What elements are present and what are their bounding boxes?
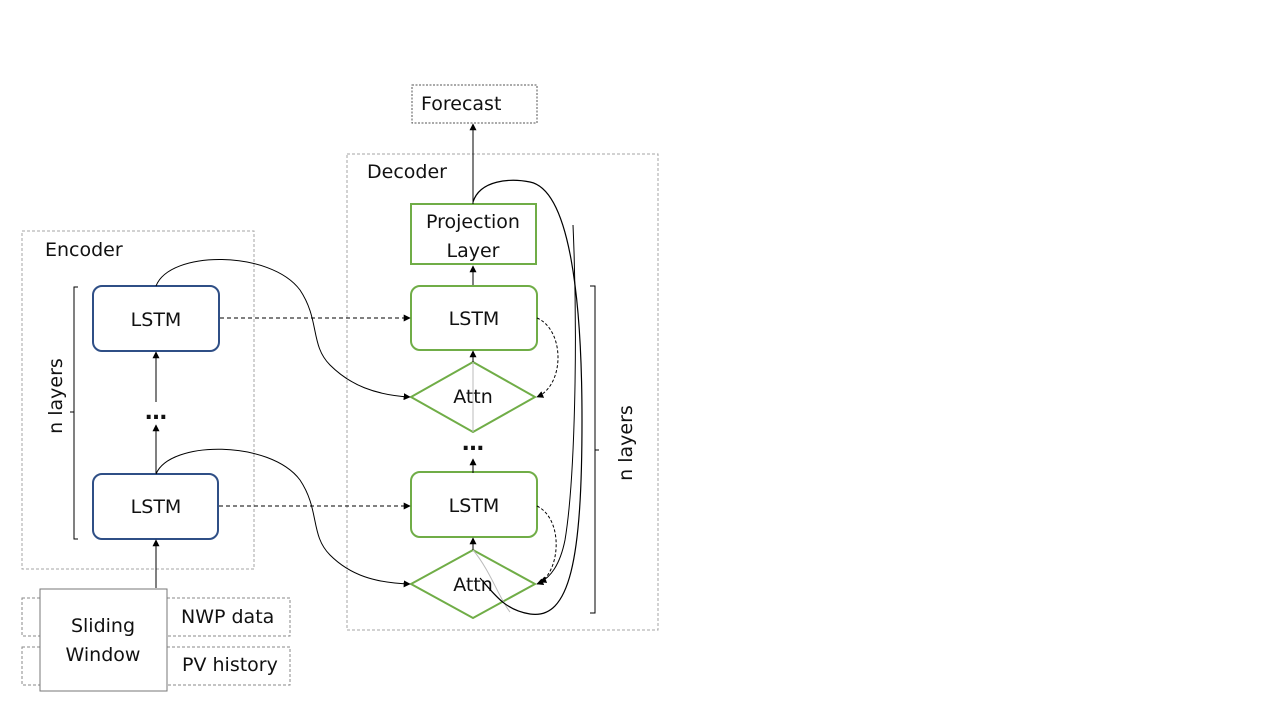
- projection-label-line2: Layer: [447, 240, 500, 262]
- dashed-lstm-top-to-attn-top: [536, 317, 559, 398]
- decoder-ellipsis: …: [462, 431, 484, 456]
- encoder-lstm-top-label: LSTM: [131, 309, 182, 331]
- decoder-bracket: [590, 285, 596, 614]
- sliding-window-line2: Window: [66, 644, 141, 666]
- forecast-label: Forecast: [421, 93, 501, 115]
- projection-layer-box: [410, 203, 537, 265]
- encoder-bracket: [73, 286, 78, 540]
- decoder-attn-bottom: [408, 548, 538, 620]
- encoder-ellipsis: …: [145, 400, 167, 425]
- decoder-grey-pass-bottom: [472, 549, 511, 613]
- feedback-loop-curve: [472, 179, 583, 615]
- encoder-lstm-bottom: [92, 473, 219, 540]
- curve-enc-top-to-attn-top: [155, 259, 411, 401]
- decoder-attn-bottom-label: Attn: [453, 574, 493, 596]
- encoder-n-layers-label: n layers: [45, 358, 67, 434]
- projection-label-line1: Projection: [426, 211, 520, 233]
- decoder-n-layers-label: n layers: [615, 405, 637, 481]
- decoder-frame: [346, 153, 659, 631]
- decoder-lstm-top-label: LSTM: [449, 308, 500, 330]
- feedback-loop-arrow: [539, 224, 576, 583]
- forecast-box: [411, 84, 538, 124]
- pv-history-label: PV history: [182, 654, 278, 676]
- curve-enc-bottom-to-attn-bottom: [155, 448, 411, 588]
- sliding-window-line1: Sliding: [71, 615, 135, 637]
- sliding-window-box: [39, 588, 168, 692]
- decoder-lstm-bottom-label: LSTM: [449, 495, 500, 517]
- decoder-lstm-bottom: [410, 471, 538, 538]
- nwp-data-label: NWP data: [181, 606, 274, 628]
- dashed-lstm-bottom-to-attn-bottom: [536, 505, 557, 585]
- encoder-title: Encoder: [45, 239, 123, 261]
- encoder-lstm-bottom-label: LSTM: [131, 496, 182, 518]
- decoder-title: Decoder: [367, 161, 447, 183]
- encoder-frame: [21, 230, 255, 570]
